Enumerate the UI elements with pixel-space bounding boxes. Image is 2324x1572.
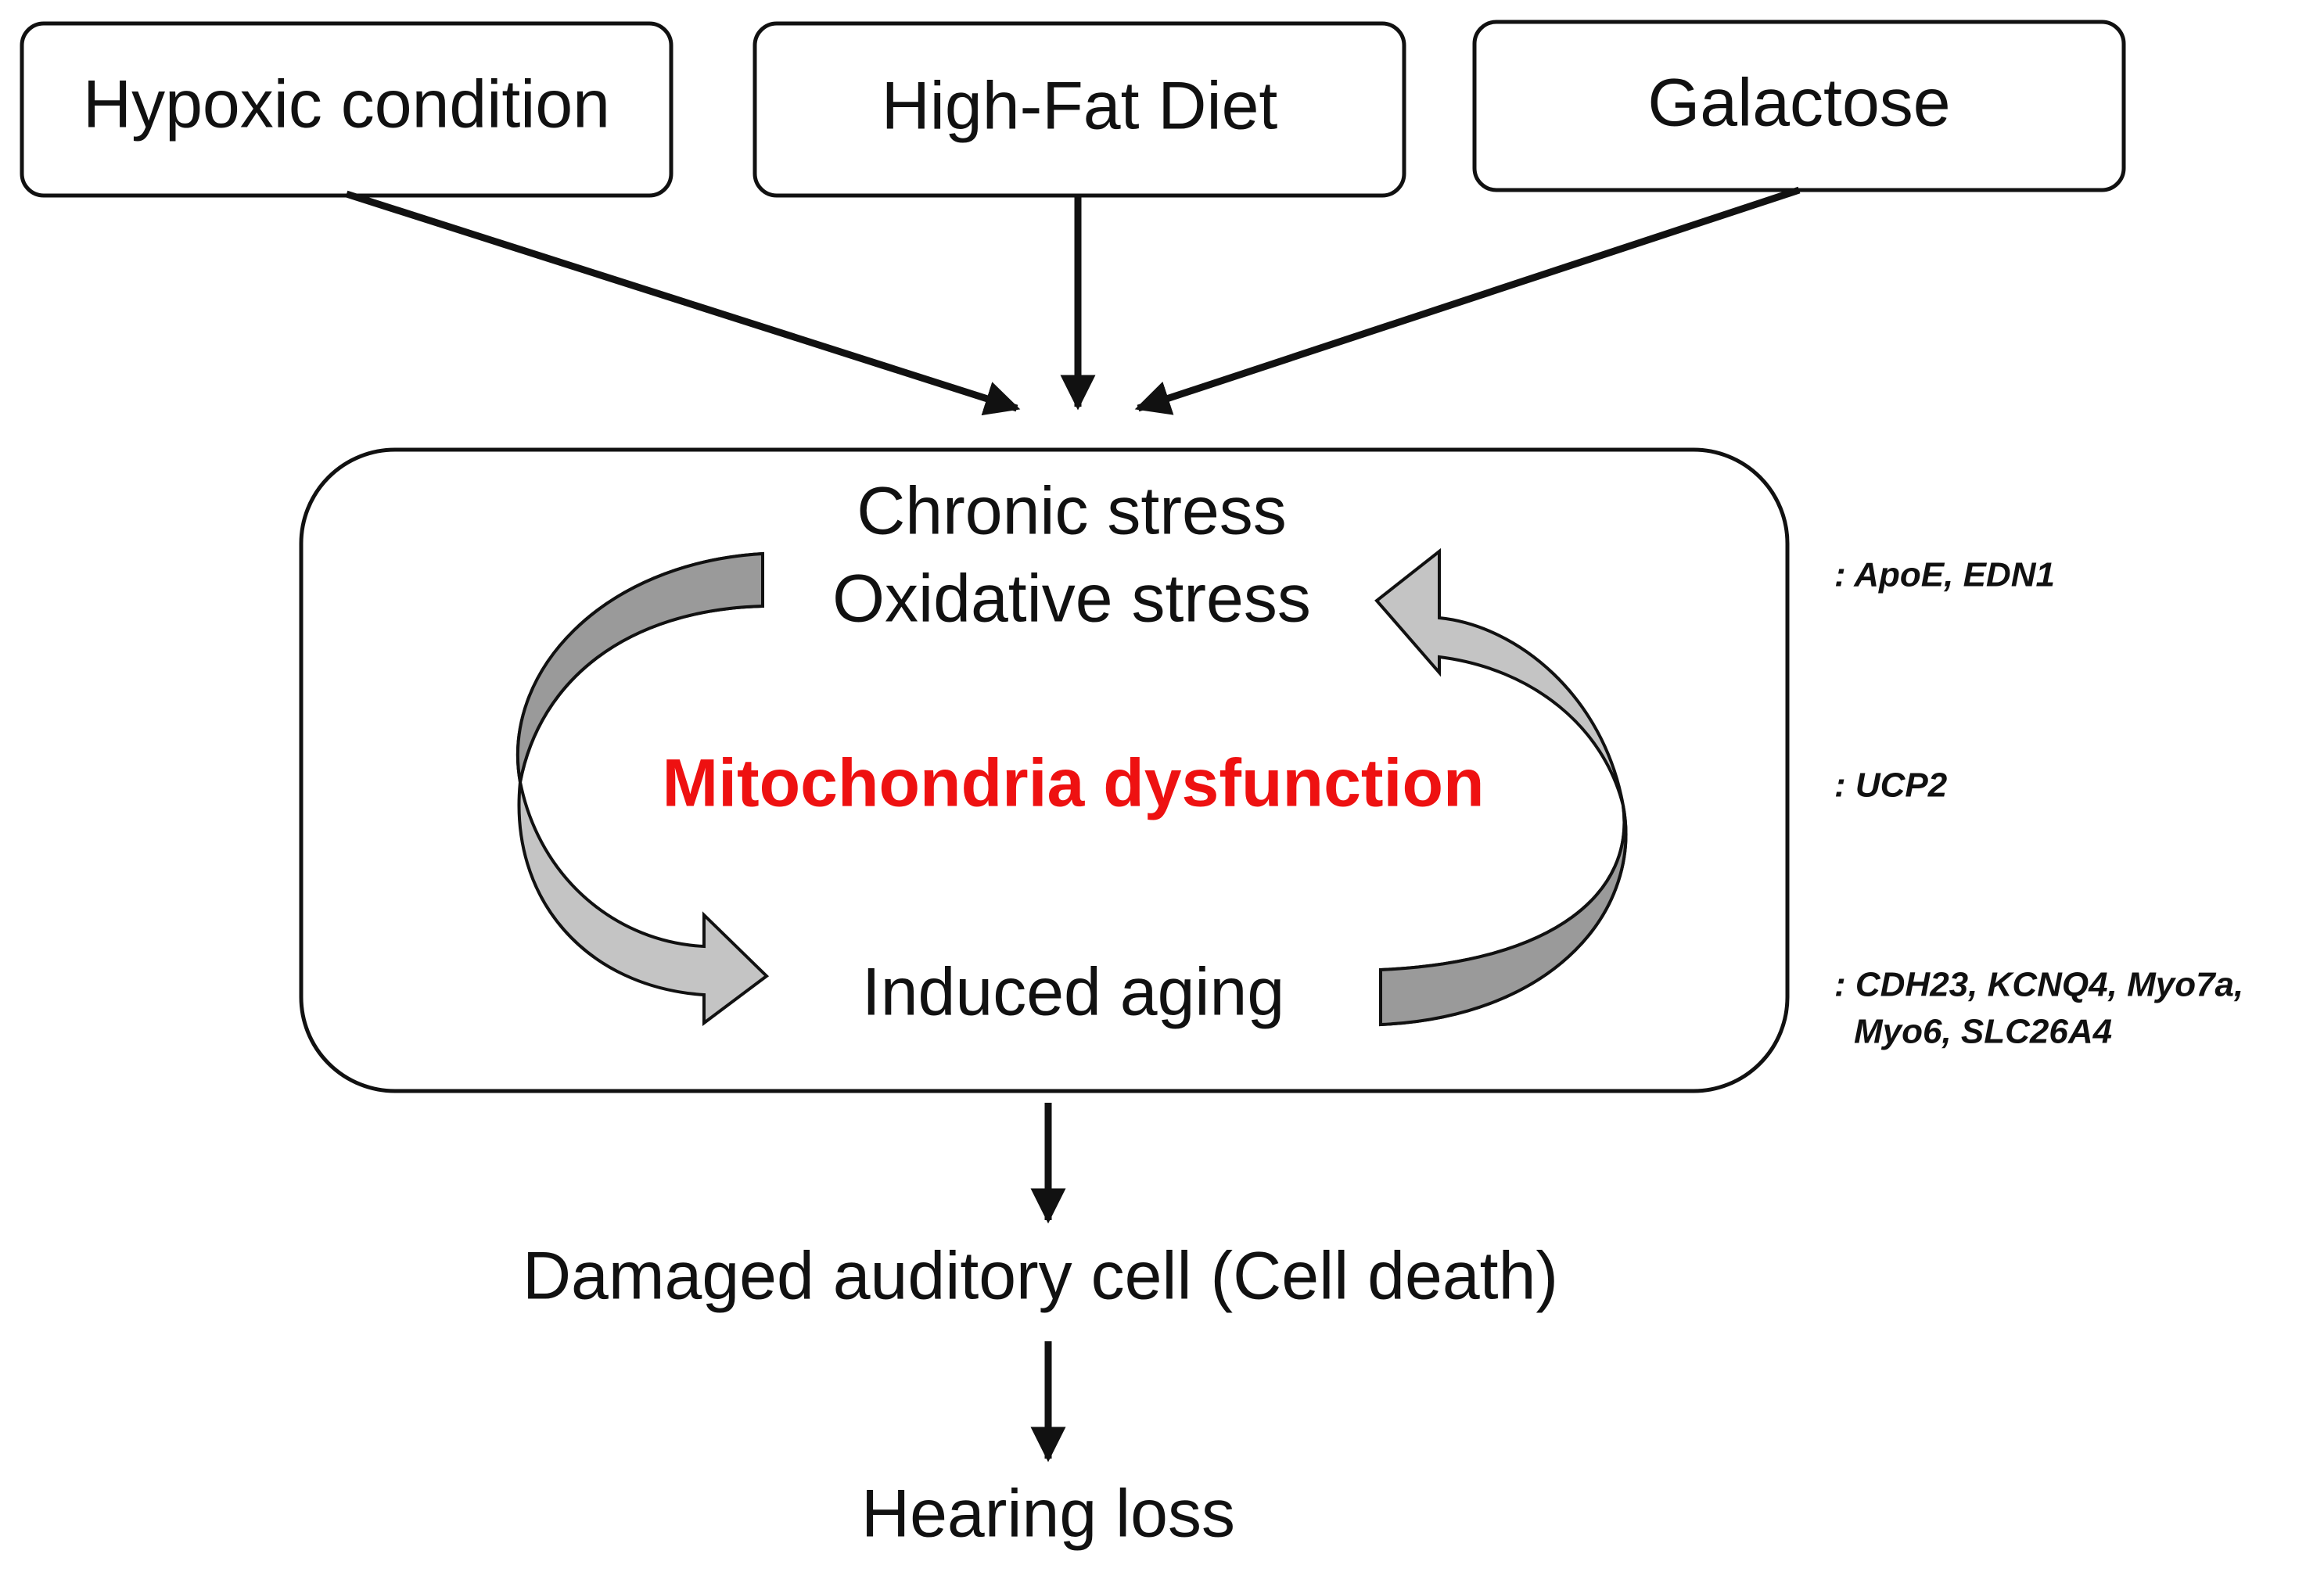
input-box-galactose: Galactose — [1472, 20, 2126, 192]
input-box-hypoxic: Hypoxic condition — [20, 21, 673, 198]
outcome-hearing-loss: Hearing loss — [861, 1477, 1235, 1552]
input-box-high-fat-diet: High-Fat Diet — [753, 21, 1406, 198]
cycle-text-chronic-stress: Chronic stress — [857, 474, 1287, 549]
outcome-damaged-auditory-cell: Damaged auditory cell (Cell death) — [523, 1239, 1558, 1314]
gene-annotation-bottom-line2: Myo6, SLC26A4 — [1854, 1013, 2112, 1051]
gene-annotation-bottom-line1: : CDH23, KCNQ4, Myo7a, — [1834, 966, 2243, 1004]
input-label-hypoxic: Hypoxic condition — [83, 67, 610, 142]
gene-annotation-top: : ApoE, EDN1 — [1834, 556, 2055, 594]
cycle-arrow-right — [1374, 547, 1628, 1027]
arrow-hypoxic-to-center — [345, 190, 1021, 416]
arrow-galactose-to-center — [1134, 186, 1801, 415]
cycle-text-oxidative-stress: Oxidative stress — [832, 562, 1311, 637]
cycle-text-induced-aging: Induced aging — [862, 955, 1284, 1030]
gene-annotation-middle: : UCP2 — [1834, 766, 1948, 805]
input-label-high-fat-diet: High-Fat Diet — [882, 69, 1278, 144]
input-label-galactose: Galactose — [1647, 66, 1950, 141]
cycle-arrow-left — [515, 551, 770, 1026]
cycle-text-mitochondria-dysfunction: Mitochondria dysfunction — [662, 746, 1484, 821]
